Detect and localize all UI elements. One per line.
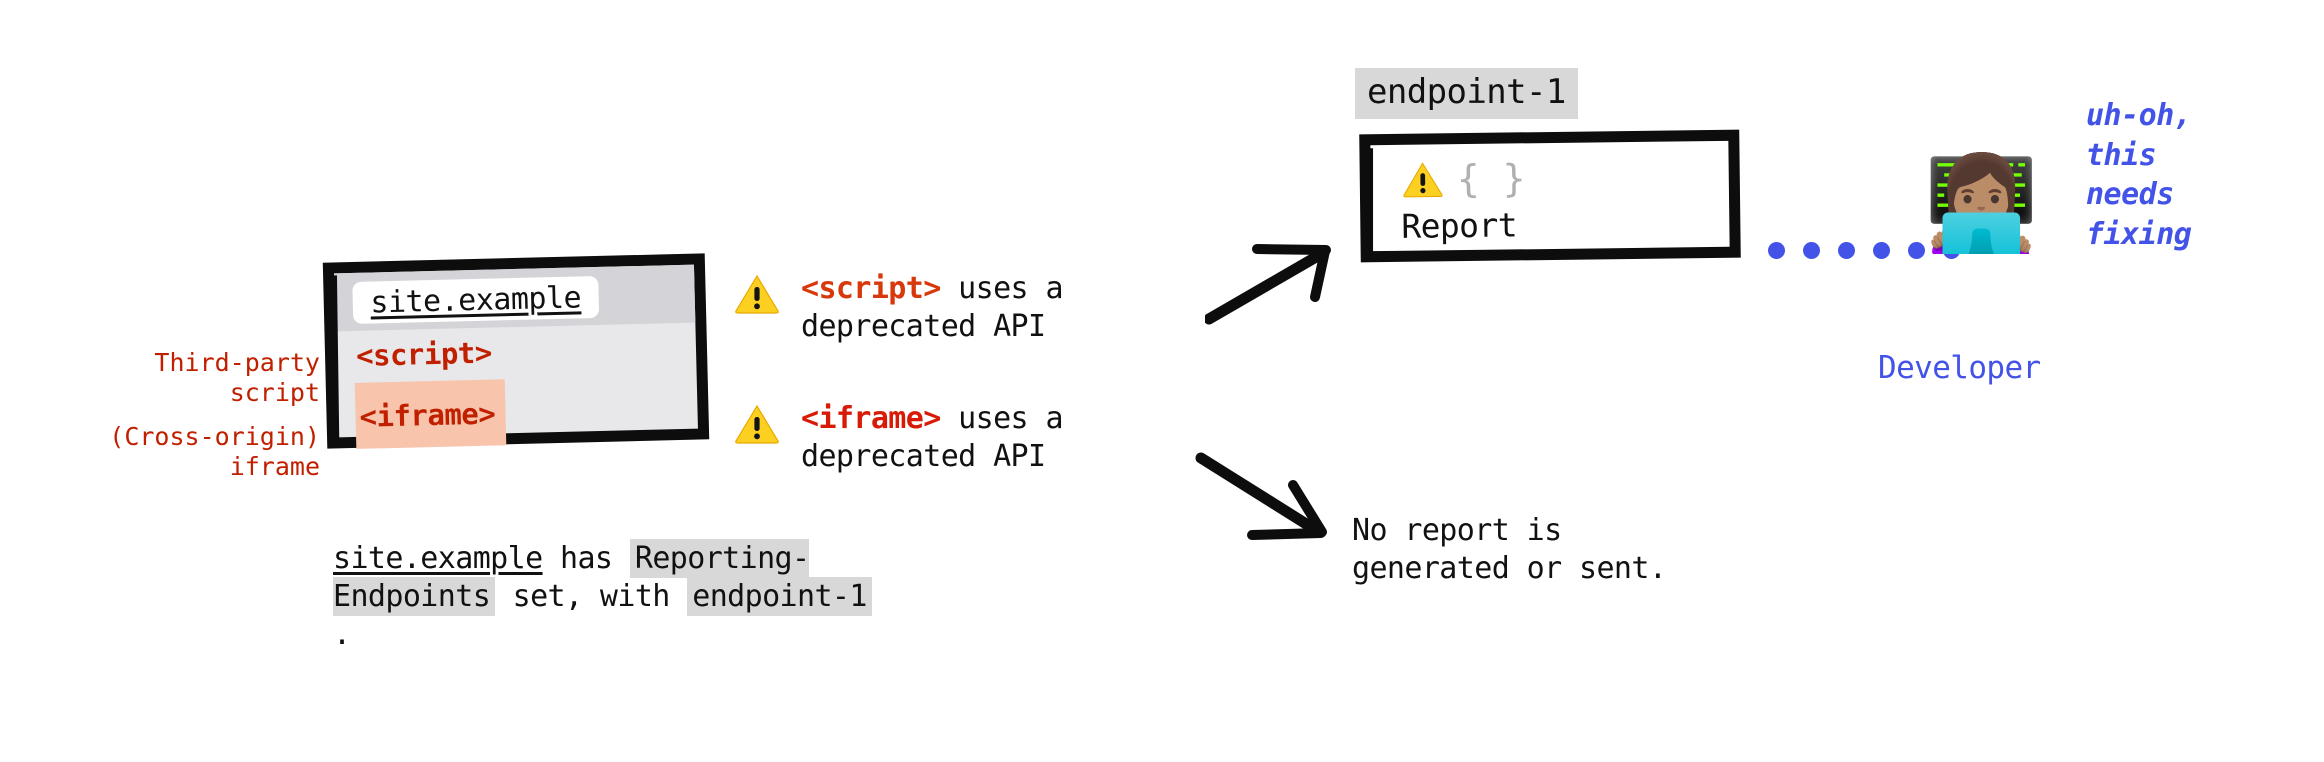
caption-site-name: site.example (333, 541, 543, 576)
iframe-highlight-block: <iframe> (354, 379, 507, 449)
report-box: { } Report (1359, 129, 1741, 263)
browser-chrome-bar: site.example (334, 264, 696, 332)
warning-script-rest: uses a deprecated API (801, 271, 1064, 344)
warning-script-text: <script> uses a deprecated API (801, 270, 1064, 345)
developer-thought-text: uh-oh, this needs fixing (2086, 98, 2192, 252)
json-braces-icon: { } (1456, 156, 1526, 202)
browser-window-frame: site.example <script> <iframe> (322, 253, 710, 449)
browser-caption: site.example has Reporting-Endpoints set… (333, 539, 893, 654)
warning-iframe-text: <iframe> uses a deprecated API (801, 400, 1064, 475)
arrow-to-report-icon (1205, 244, 1331, 325)
caption-set-with: set, with (495, 579, 688, 615)
browser-window: site.example <script> <iframe> (322, 253, 710, 449)
warning-iframe-row: <iframe> uses a deprecated API (735, 400, 1064, 475)
third-party-script-label: Third-party script (154, 348, 320, 407)
dotted-connector (1768, 242, 1960, 259)
endpoint-name-chip: endpoint-1 (1355, 68, 1578, 119)
report-label: Report (1401, 205, 1518, 246)
warning-triangle-icon (735, 404, 779, 444)
iframe-tag-text: <iframe> (359, 396, 496, 434)
script-tag-text: <script> (355, 335, 493, 373)
warning-iframe-code: <iframe> (801, 401, 941, 436)
warning-iframe-rest: uses a deprecated API (801, 401, 1064, 474)
caption-has: has (542, 541, 630, 576)
warning-triangle-icon (735, 274, 779, 314)
arrow-to-no-report-icon (1195, 452, 1327, 540)
developer-emoji-icon: 👩🏽‍💻 (1924, 150, 2039, 257)
url-text: site.example (369, 279, 582, 321)
no-report-text: No report is generated or sent. (1352, 513, 1667, 587)
caption-endpoint-chip: endpoint-1 (687, 577, 872, 617)
report-icon-row: { } (1403, 156, 1526, 202)
connector-dot (1943, 242, 1960, 259)
connector-dot (1803, 242, 1820, 259)
warning-script-code: <script> (801, 271, 941, 306)
connector-dot (1873, 242, 1890, 259)
caption-period: . (333, 617, 351, 653)
warning-script-row: <script> uses a deprecated API (735, 270, 1064, 345)
url-bar[interactable]: site.example (352, 275, 600, 324)
warning-triangle-icon (1403, 162, 1443, 198)
developer-label: Developer (1878, 350, 2041, 386)
connector-dot (1838, 242, 1855, 259)
connector-dot (1768, 242, 1785, 259)
connector-dot (1908, 242, 1925, 259)
report-box-frame: { } Report (1359, 129, 1741, 263)
cross-origin-iframe-label: (Cross-origin) iframe (109, 422, 320, 481)
